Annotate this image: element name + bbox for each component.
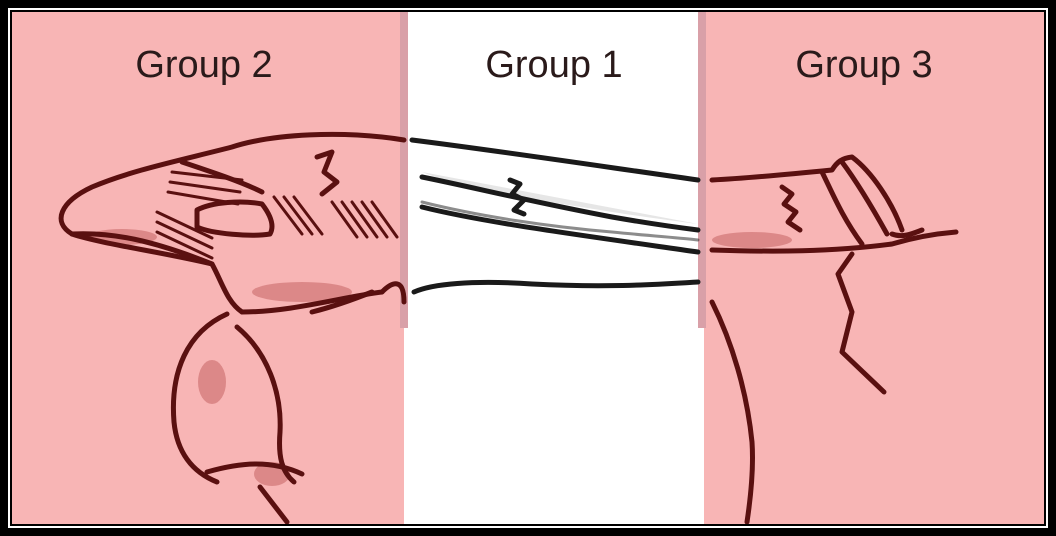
- group-2-panel: [12, 12, 404, 526]
- group-3-panel: [704, 12, 1046, 526]
- group-2-label: Group 2: [135, 44, 272, 87]
- diagram-canvas: Group 2 Group 1 Group 3: [10, 10, 1046, 526]
- group-1-label: Group 1: [485, 44, 622, 87]
- divider-left: [400, 12, 408, 328]
- group-1-panel: [404, 12, 704, 526]
- illustration-svg: [12, 12, 1046, 526]
- group-3-label: Group 3: [795, 44, 932, 87]
